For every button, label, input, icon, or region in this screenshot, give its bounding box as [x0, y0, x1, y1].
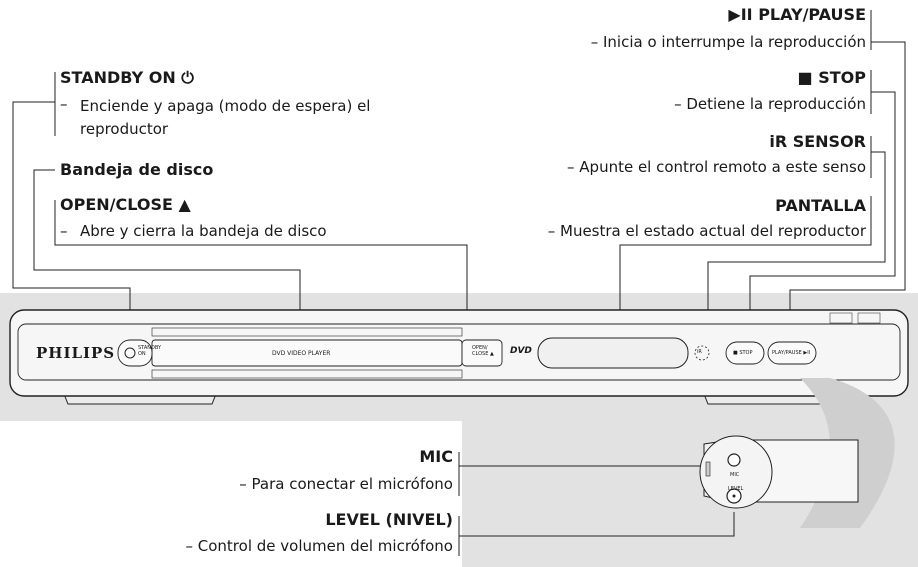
open-close-text: OPEN/CLOSE ▲: [472, 345, 494, 357]
level-port-label: LEVEL: [728, 486, 744, 492]
display-leader: [619, 196, 872, 326]
play-route: [789, 41, 906, 326]
play-pause-button[interactable]: PLAY/PAUSE ▶II: [772, 350, 811, 356]
ir-sensor-description: – Apunte el control remoto a este senso: [567, 158, 866, 176]
open-close-title: OPEN/CLOSE ▲: [60, 195, 191, 214]
stop-title: ■ STOP: [797, 68, 866, 87]
standby-dash: –: [60, 95, 68, 113]
level-title: LEVEL (NIVEL): [325, 510, 453, 529]
dvd-logo: DVD: [510, 346, 532, 356]
play-pause-title: ▶II PLAY/PAUSE: [728, 5, 866, 24]
side-panel-diagram: [699, 378, 895, 528]
tray-title: Bandeja de disco: [60, 160, 214, 179]
mic-title: MIC: [419, 447, 453, 466]
open-close-dash: –: [60, 222, 68, 240]
ir-sensor-title: iR SENSOR: [769, 132, 866, 151]
standby-title: STANDBY ON ⏻: [60, 68, 194, 87]
ir-route: [707, 151, 886, 326]
stop-route: [749, 91, 896, 326]
open-close-description: Abre y cierra la bandeja de disco: [80, 222, 327, 240]
play-pause-description: – Inicia o interrumpe la reproducción: [590, 33, 866, 51]
level-description: – Control de volumen del micrófono: [185, 537, 454, 555]
stop-button[interactable]: ■ STOP: [733, 350, 753, 356]
level-route: [459, 512, 735, 537]
tray-text: DVD VIDEO PLAYER: [272, 350, 331, 357]
open-leader: [54, 200, 468, 326]
philips-logo: PHILIPS: [36, 344, 116, 362]
tray-leader: [33, 169, 301, 326]
display-description: – Muestra el estado actual del reproduct…: [547, 222, 866, 240]
display-title: PANTALLA: [775, 196, 866, 215]
mic-description: – Para conectar el micrófono: [239, 475, 453, 493]
ir-sensor-text: iR: [697, 349, 702, 355]
stop-description: – Detiene la reproducción: [674, 95, 866, 113]
mic-port-label: MIC: [730, 472, 740, 478]
